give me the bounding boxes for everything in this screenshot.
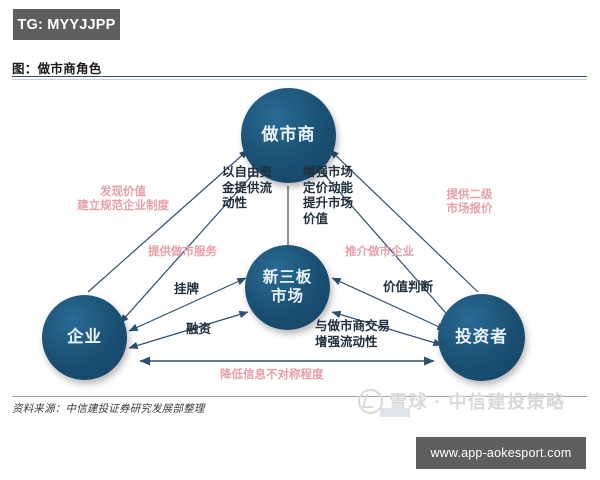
label-trade-with-market-maker: 与做市商交易 增强流动性 (315, 319, 391, 349)
label-listing: 挂牌 (174, 282, 200, 296)
tg-handle-text: TG: MYYJJPP (17, 16, 116, 33)
edge-enterprise-to-maker (87, 149, 249, 293)
market-maker-role-diagram: 做市商 新三板 市场 企业 投资者 以自由资 金提供流 动性 增强市场 定价动能… (0, 80, 600, 390)
node-enterprise[interactable]: 企业 (42, 295, 127, 380)
site-url-text: www.app-aokesport.com (430, 446, 572, 460)
source-divider (12, 396, 587, 397)
diagram-connectors (87, 149, 479, 366)
label-value-judgement: 价值判断 (383, 280, 434, 294)
edge-market-investor-trade (331, 310, 443, 347)
node-nee-board-market-label: 新三板 市场 (262, 269, 313, 305)
label-provide-market-making-service: 提供做市服务 (148, 246, 217, 258)
edge-investor-to-maker (329, 149, 479, 293)
title-divider (12, 76, 587, 77)
source-text: 资料来源：中信建投证券研究发展部整理 (12, 404, 205, 415)
node-investor[interactable]: 投资者 (438, 294, 525, 381)
tg-handle-badge: TG: MYYJJPP (13, 9, 120, 40)
label-secondary-market-quote: 提供二级 市场报价 (446, 189, 493, 216)
label-pricing-power: 增强市场 定价动能 提升市场 价值 (303, 165, 354, 226)
node-investor-label: 投资者 (455, 327, 508, 346)
label-discover-value: 发现价值 建立规范企业制度 (77, 186, 169, 213)
site-url-banner: www.app-aokesport.com (416, 437, 586, 469)
node-nee-board-market[interactable]: 新三板 市场 (245, 245, 330, 330)
label-financing: 融资 (186, 322, 212, 336)
watermark-text: 雪球 · 中信建投策略 (389, 392, 566, 412)
figure-title: 图：做市商角色 (12, 62, 102, 76)
title-divider-secondary (12, 78, 587, 80)
edge-enterprise-market-financing (128, 310, 249, 350)
node-enterprise-label: 企业 (67, 327, 102, 346)
node-market-maker[interactable]: 做市商 (241, 88, 336, 183)
label-free-capital-liquidity: 以自由资 金提供流 动性 (222, 165, 273, 211)
label-promote-market-making-firms: 推介做市企业 (345, 246, 414, 258)
label-reduce-information-asymmetry: 降低信息不对称程度 (220, 369, 324, 381)
redacted-block (380, 408, 410, 417)
node-market-maker-label: 做市商 (261, 125, 316, 145)
